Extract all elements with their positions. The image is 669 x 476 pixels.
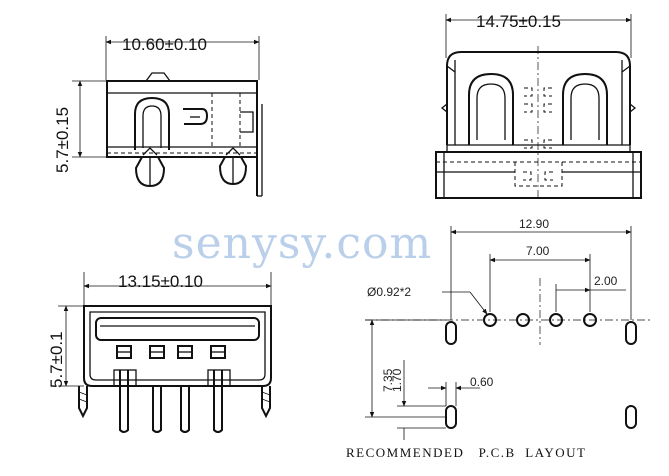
side-height-dimension: 5.7±0.15: [53, 107, 72, 173]
front-width-dimension: 13.15±0.10: [118, 272, 203, 291]
pcb-slot-width: 0.60: [470, 375, 494, 389]
pcb-slot-length: 1.70: [390, 368, 404, 392]
pcb-layout: 12.90 7.00 2.00 Ø0.92*2 7.35: [346, 217, 650, 460]
pcb-outer-signal-pitch: 7.00: [526, 244, 550, 258]
side-view: 10.60±0.10 5.7±0.15: [53, 35, 263, 197]
pcb-signal-pitch: 2.00: [594, 274, 618, 288]
pcb-hole-spec: Ø0.92*2: [367, 285, 411, 299]
front-height-dimension: 5.7±0.1: [47, 331, 66, 388]
pcb-layout-caption: RECOMMENDED P.C.B LAYOUT: [346, 445, 586, 460]
side-width-dimension: 10.60±0.10: [122, 35, 207, 54]
rear-view: 14.75±0.15: [435, 12, 642, 200]
pcb-row-offset: 7.35: [381, 368, 395, 392]
rear-width-dimension: 14.75±0.15: [476, 12, 561, 31]
pcb-overall-pitch: 12.90: [519, 217, 549, 231]
watermark: senysy.com: [172, 218, 432, 269]
front-view: 13.15±0.10 5.7±0.1: [47, 272, 272, 433]
